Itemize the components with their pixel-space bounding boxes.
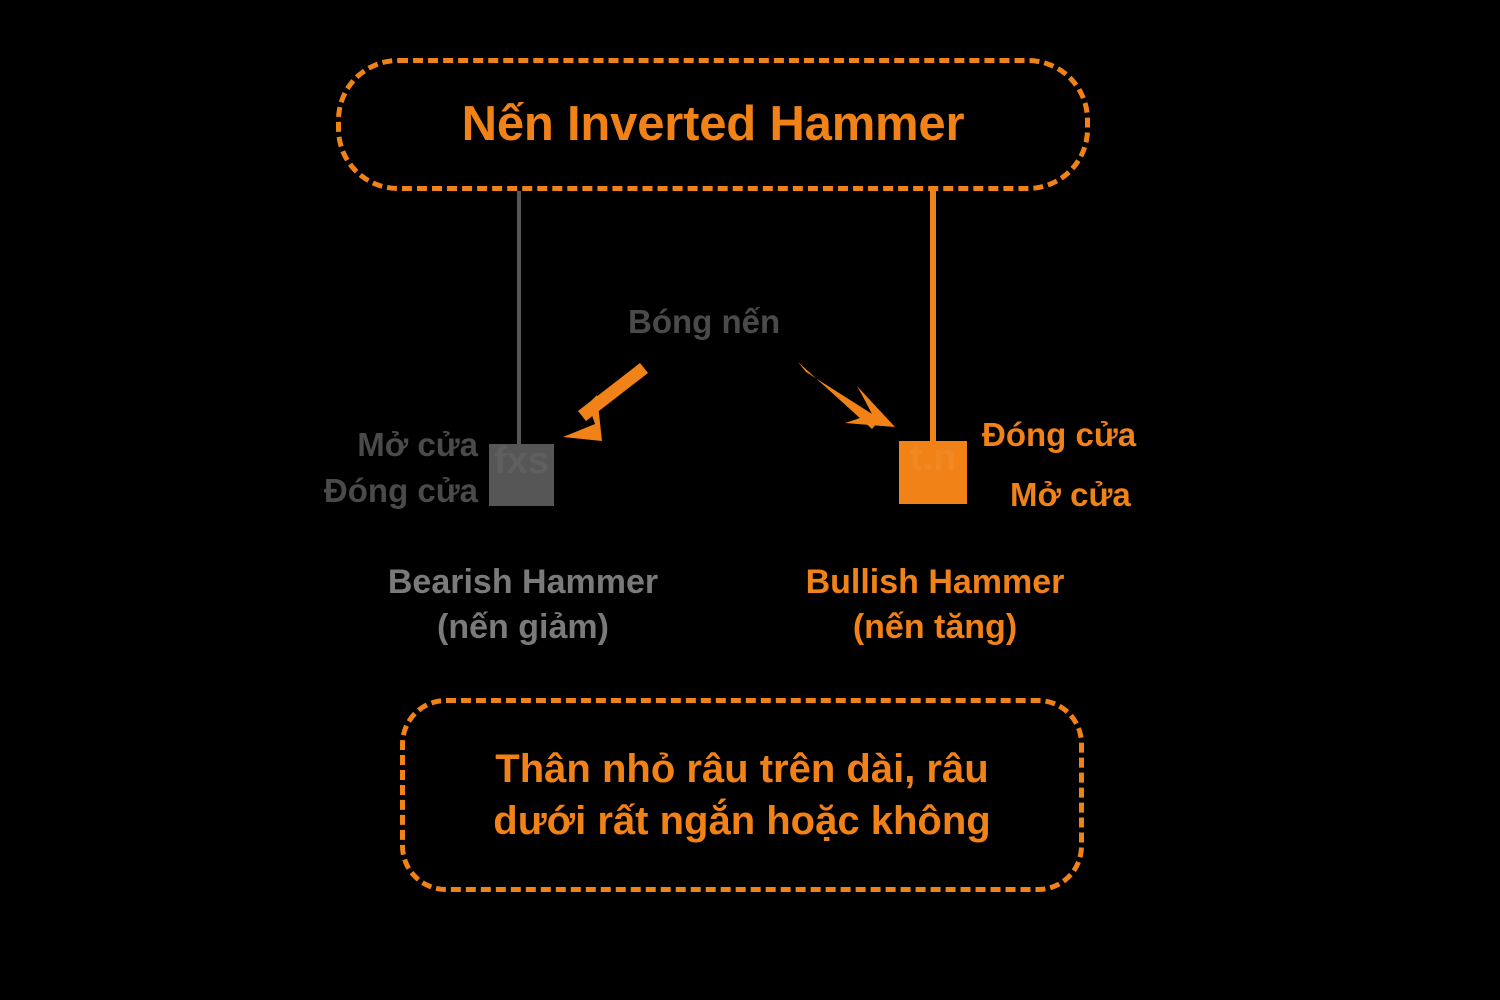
bearish-candle-upper-wick xyxy=(517,191,521,445)
bullish-body-watermark: t.n xyxy=(909,437,957,479)
bullish-candle-upper-wick xyxy=(930,191,936,442)
bearish-body-watermark: fxs xyxy=(494,440,549,482)
bearish-close-label: Đóng cửa xyxy=(323,472,478,509)
summary-callout-box: Thân nhỏ râu trên dài, râu dưới rất ngắn… xyxy=(400,698,1084,892)
summary-text: Thân nhỏ râu trên dài, râu dưới rất ngắn… xyxy=(459,743,1024,847)
bullish-caption-line2: (nến tăng) xyxy=(852,608,1018,647)
summary-line1: Thân nhỏ râu trên dài, râu xyxy=(495,747,989,791)
page-title: Nến Inverted Hammer xyxy=(461,96,965,151)
bullish-open-label: Mở cửa xyxy=(1010,476,1131,513)
bearish-caption: Bearish Hammer (nến giảm) xyxy=(348,560,698,650)
bullish-caption: Bullish Hammer (nến tăng) xyxy=(760,560,1110,650)
bearish-caption-line1: Bearish Hammer xyxy=(387,563,659,601)
bullish-caption-line1: Bullish Hammer xyxy=(805,563,1065,601)
bearish-caption-line2: (nến giảm) xyxy=(437,608,609,647)
title-callout-box: Nến Inverted Hammer xyxy=(336,58,1090,191)
bearish-candle-body: fxs xyxy=(489,440,554,506)
shadow-arrow-right-icon xyxy=(798,362,895,429)
bearish-open-label: Mở cửa xyxy=(357,426,478,463)
shadow-arrow-left-icon xyxy=(563,363,648,441)
bullish-candle-body: t.n xyxy=(899,437,967,504)
shadow-annotation-label: Bóng nến xyxy=(628,303,781,340)
summary-line2: dưới rất ngắn hoặc không xyxy=(493,799,991,843)
bullish-close-label: Đóng cửa xyxy=(982,416,1137,453)
